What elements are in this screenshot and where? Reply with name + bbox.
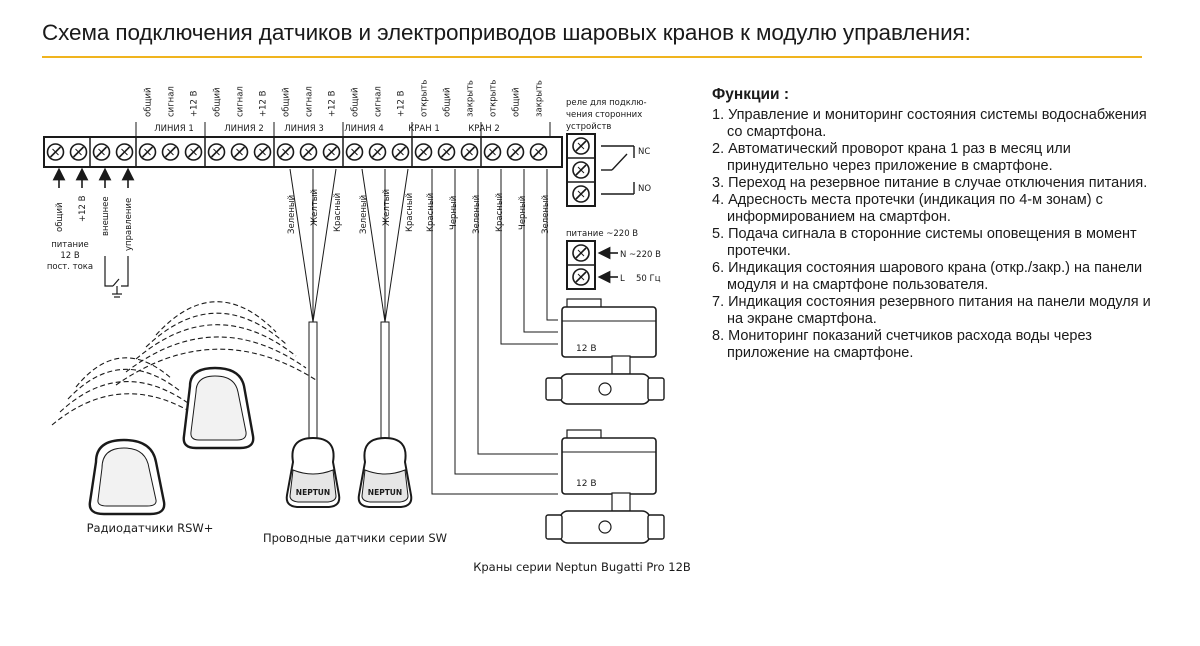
terminal-label: общий: [351, 88, 361, 118]
terminal-label: общий: [213, 88, 223, 118]
left-input-labels: общий +12 В внешнее управление: [55, 195, 134, 251]
external-control-switch: [104, 256, 129, 298]
wire-label: Красный: [333, 193, 343, 232]
wire-label: Черный: [518, 196, 528, 230]
wired-sensors-caption: Проводные датчики серии SW: [263, 531, 447, 545]
mains-caption: питание ~220 В: [566, 229, 638, 239]
wire-label: Желтый: [382, 189, 392, 226]
terminal-label: +12 В: [190, 90, 200, 117]
radio-sensors-caption: Радиодатчики RSW+: [87, 521, 214, 535]
terminal-label: сигнал: [305, 86, 315, 117]
relay-screws: [572, 137, 590, 203]
terminal-label: +12 В: [397, 90, 407, 117]
function-item: 3. Переход на резервное питание в случае…: [712, 175, 1148, 191]
wire-label: Черный: [449, 196, 459, 230]
power-caption-line1: питание: [51, 240, 89, 250]
function-item: 7. Индикация состояния резервного питани…: [712, 294, 1151, 327]
sensor-brand-label: NEPTUN: [296, 488, 330, 497]
terminal-label: закрыть: [535, 80, 545, 117]
function-item: 4. Адресность места протечки (индикация …: [712, 192, 1103, 225]
wire-label: Зеленый: [287, 195, 297, 234]
valve-1-voltage: 12 В: [576, 344, 597, 354]
terminal-label: +12 В: [328, 90, 338, 117]
group-label-line3: ЛИНИЯ 3: [284, 124, 324, 134]
wiring-diagram: общий сигнал +12 В общий сигнал +12 В общий сиг…: [43, 80, 691, 574]
function-item: 5. Подача сигнала в сторонние системы оп…: [712, 226, 1137, 259]
relay-contact-symbol: [601, 145, 635, 195]
wire-label: Зеленый: [472, 195, 482, 234]
wire-label: Желтый: [310, 189, 320, 226]
relay-nc-label: NC: [638, 147, 650, 157]
function-item: 1. Управление и мониторинг состояния сис…: [712, 107, 1147, 140]
wire-color-labels: Зеленый Желтый Красный Зеленый Желтый Кр…: [287, 189, 551, 234]
terminal-label: сигнал: [167, 86, 177, 117]
functions-heading: Функции :: [712, 86, 790, 103]
wire-label: Зеленый: [359, 195, 369, 234]
terminal-strip: [43, 122, 563, 168]
wire-label: Красный: [405, 193, 415, 232]
valve-wires: [431, 169, 558, 495]
terminal-label: общий: [443, 88, 453, 118]
group-label-line2: ЛИНИЯ 2: [224, 124, 264, 134]
radio-waves: [51, 301, 317, 426]
power-caption-line2: 12 В: [60, 251, 80, 261]
sensor-brand-label: NEPTUN: [368, 488, 402, 497]
terminal-label: сигнал: [236, 86, 246, 117]
group-label-valve1: КРАН 1: [408, 124, 439, 134]
function-item: 2. Автоматический проворот крана 1 раз в…: [712, 141, 1071, 174]
terminal-separators: [89, 122, 551, 167]
relay-caption-line2: чения сторонних: [566, 110, 642, 120]
input-label-control: управление: [124, 198, 134, 251]
terminal-label: открыть: [489, 80, 499, 117]
mains-l-label: L: [620, 274, 625, 284]
functions-list: 1. Управление и мониторинг состояния сис…: [712, 107, 1152, 362]
mains-n-label: N ~220 В: [620, 250, 661, 260]
wire-label: Красный: [426, 193, 436, 232]
wire-label: Зеленый: [541, 195, 551, 234]
terminal-label: общий: [144, 88, 154, 118]
relay-caption-line1: реле для подклю-: [566, 98, 647, 108]
group-label-valve2: КРАН 2: [468, 124, 499, 134]
function-item: 8. Мониторинг показаний счетчиков расход…: [712, 328, 1092, 361]
input-label-plus12: +12 В: [78, 195, 88, 222]
input-label-external: внешнее: [101, 196, 111, 236]
input-label-common: общий: [55, 203, 65, 233]
page-title: Схема подключения датчиков и электроприв…: [42, 20, 971, 45]
wired-sensor-wires: [289, 168, 409, 441]
terminal-label: открыть: [420, 80, 430, 117]
title-underline: [42, 56, 1142, 58]
terminal-label: закрыть: [466, 80, 476, 117]
functions-panel: Функции : 1. Управление и мониторинг сос…: [712, 86, 1152, 362]
mains-freq-label: 50 Гц: [636, 274, 661, 284]
function-item: 6. Индикация состояния шарового крана (о…: [712, 260, 1143, 293]
radio-sensor-small: [88, 438, 166, 516]
terminal-label: +12 В: [259, 90, 269, 117]
left-input-arrows: [52, 167, 135, 188]
wired-sensor-line4: NEPTUN: [357, 436, 413, 508]
terminal-label: сигнал: [374, 86, 384, 117]
valve-2: [545, 429, 665, 544]
terminal-labels: общий сигнал +12 В общий сигнал +12 В общий сиг…: [144, 80, 545, 117]
mains-block: питание ~220 В N ~220 В L 50 Гц: [566, 229, 661, 290]
valve-1: [545, 298, 665, 405]
power-caption: питание 12 В пост. тока: [47, 240, 93, 272]
mains-screws: [572, 244, 590, 286]
group-labels: ЛИНИЯ 1 ЛИНИЯ 2 ЛИНИЯ 3 ЛИНИЯ 4 КРАН 1 К…: [154, 124, 500, 134]
terminal-screws: [46, 143, 548, 161]
valve-2-voltage: 12 В: [576, 479, 597, 489]
radio-sensor-large: [182, 366, 255, 450]
terminal-label: общий: [512, 88, 522, 118]
wired-sensor-line3: NEPTUN: [285, 436, 341, 508]
valves-caption: Краны серии Neptun Bugatti Pro 12В: [473, 560, 691, 574]
relay-no-label: NO: [638, 184, 651, 194]
terminal-label: общий: [282, 88, 292, 118]
relay-caption-line3: устройств: [566, 122, 611, 132]
group-label-line4: ЛИНИЯ 4: [344, 124, 384, 134]
group-label-line1: ЛИНИЯ 1: [154, 124, 194, 134]
power-caption-line3: пост. тока: [47, 262, 93, 272]
relay-block: реле для подклю- чения сторонних устройс…: [566, 98, 651, 207]
wire-label: Красный: [495, 193, 505, 232]
